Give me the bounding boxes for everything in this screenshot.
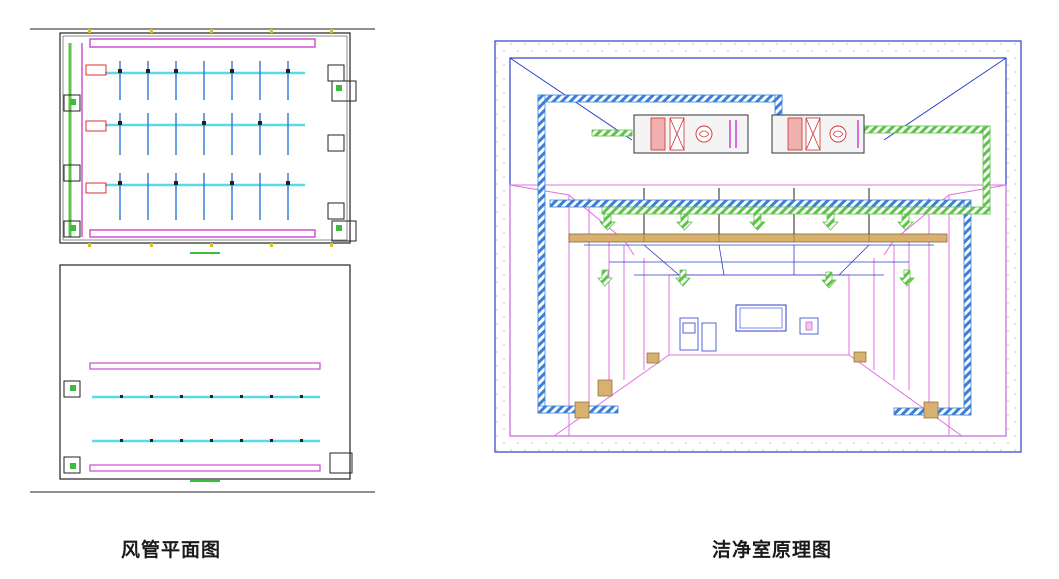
window [735,304,787,332]
duct-plan-drawings [30,25,380,495]
supply-air-arrows [597,213,915,289]
room-walls [509,184,1007,437]
cleanroom-principle-diagram [494,40,1022,453]
air-handling-unit-1 [633,114,749,154]
return-air-grilles [574,351,939,419]
lower-floor-plan [30,264,375,493]
caption-cleanroom-principle: 洁净室原理图 [712,539,833,561]
upper-floor-plan [30,28,375,254]
cleanroom-svg [494,40,1022,453]
air-handling-unit-2 [771,114,865,154]
door [701,322,717,352]
duct-plan-svg [30,28,375,493]
ceiling-grid [584,244,934,276]
hepa-filter-strip [568,233,948,243]
pass-box [679,317,699,351]
caption-duct-plan: 风管平面图 [121,539,222,561]
